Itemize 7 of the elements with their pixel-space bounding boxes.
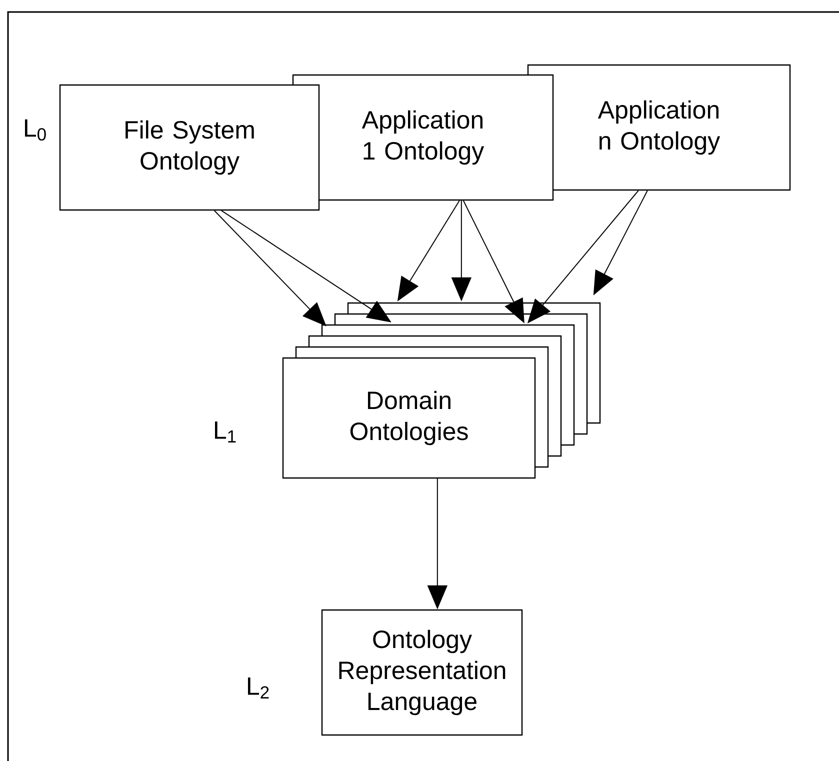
- ontology-box: File System Ontology: [59, 84, 320, 211]
- ontology-box: Application n Ontology: [527, 64, 791, 191]
- ontology-box: Ontology Representation Language: [321, 609, 523, 736]
- level-label: L$_{1}$: [215, 422, 236, 442]
- level-label: L$_{2}$: [248, 678, 269, 698]
- stacked-box: Domain Ontologies: [282, 302, 601, 479]
- ontology-box: Application 1 Ontology: [292, 74, 554, 201]
